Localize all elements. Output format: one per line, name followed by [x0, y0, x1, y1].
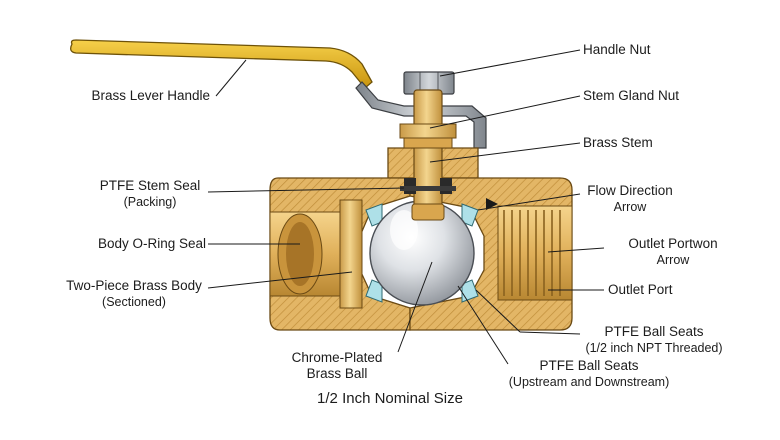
brass-stem: [411, 89, 445, 221]
label-brass-stem: Brass Stem: [583, 135, 653, 150]
label-chrome-plated-ball-title: Chrome-Plated: [291, 350, 383, 365]
label-brass-lever-handle: Brass Lever Handle: [91, 88, 210, 103]
label-ptfe-stem-seal-sub: (Packing): [123, 195, 177, 209]
brass-body: [269, 147, 573, 331]
label-flow-direction-title: Flow Direction: [587, 183, 673, 198]
label-handle-nut: Handle Nut: [583, 42, 651, 57]
label-flow-direction-sub: Arrow: [613, 200, 647, 214]
label-ptfe-stem-seal: PTFE Stem Seal (Packing): [90, 178, 210, 210]
flow-direction-arrow: [486, 198, 498, 210]
brass-lever-handle: [70, 39, 373, 89]
label-chrome-plated-ball-sub: Brass Ball: [306, 366, 368, 381]
ptfe-stem-seal: [400, 178, 456, 194]
label-stem-gland-nut: Stem Gland Nut: [583, 88, 680, 103]
label-two-piece-body: Two-Piece Brass Body (Sectioned): [56, 278, 212, 310]
label-outlet-portwon: Outlet Portwon Arrow: [608, 236, 738, 268]
label-outlet-portwon-sub: Arrow: [656, 253, 690, 267]
ptfe-ball-seats: [365, 203, 479, 303]
label-chrome-plated-ball: Chrome-Plated Brass Ball: [272, 350, 402, 382]
label-body-oring-seal: Body O-Ring Seal: [97, 236, 206, 251]
label-ptfe-ball-seats-threaded: PTFE Ball Seats (1/2 inch NPT Threaded): [574, 324, 734, 356]
label-ptfe-ball-seats-threaded-sub: (1/2 inch NPT Threaded): [585, 341, 723, 355]
label-ptfe-ball-seats-updown: PTFE Ball Seats (Upstream and Downstream…: [494, 358, 684, 390]
label-ptfe-ball-seats-threaded-title: PTFE Ball Seats: [604, 324, 704, 339]
diagram-caption: 1/2 Inch Nominal Size: [317, 390, 463, 407]
leader-lines: [207, 49, 605, 365]
label-outlet-port: Outlet Port: [608, 282, 673, 297]
label-flow-direction: Flow Direction Arrow: [574, 183, 686, 215]
label-ptfe-ball-seats-updown-sub: (Upstream and Downstream): [508, 375, 670, 389]
stem-gland-nut: [399, 123, 457, 149]
label-outlet-portwon-title: Outlet Portwon: [628, 236, 718, 251]
label-ptfe-stem-seal-title: PTFE Stem Seal: [99, 178, 201, 193]
label-two-piece-body-title: Two-Piece Brass Body: [66, 278, 202, 293]
label-two-piece-body-sub: (Sectioned): [102, 295, 166, 309]
label-ptfe-ball-seats-updown-title: PTFE Ball Seats: [539, 358, 639, 373]
